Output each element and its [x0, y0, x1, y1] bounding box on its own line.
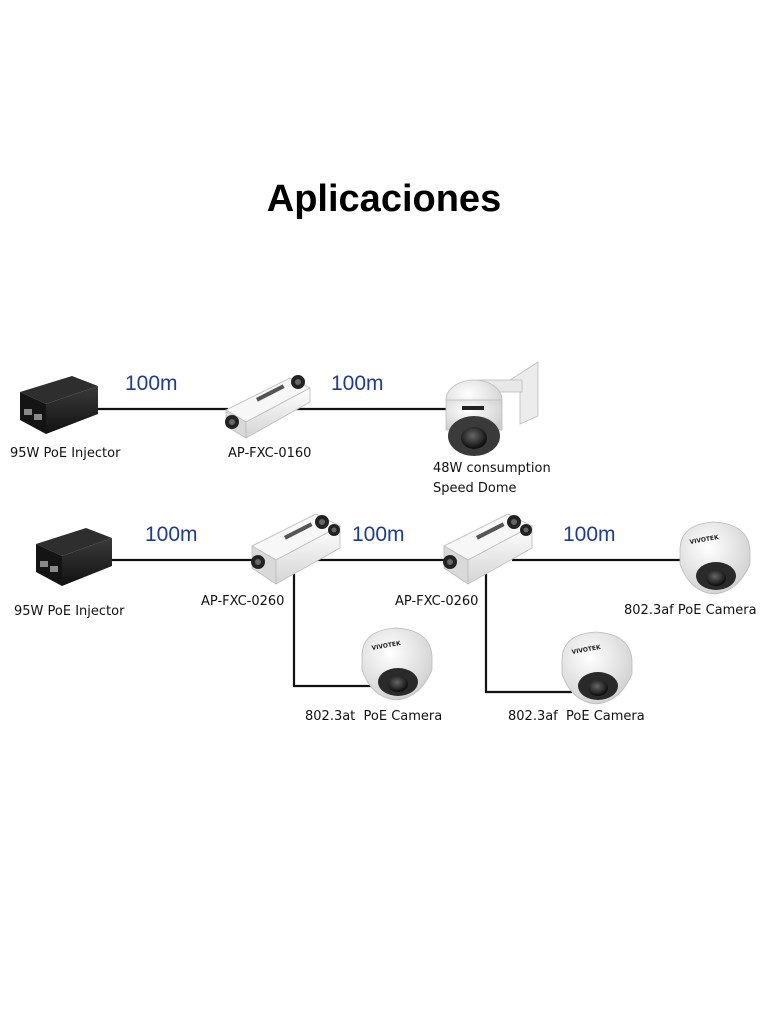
poe-injector-icon	[36, 528, 112, 586]
dome-camera-icon: VIVOTEK	[679, 521, 751, 595]
injector-label: 95W PoE Injector	[14, 604, 125, 619]
poe-extender-icon	[251, 513, 341, 585]
poe-extender-icon	[225, 375, 311, 439]
camera-label: 802.3at PoE Camera	[305, 709, 443, 724]
distance-label: 100m	[331, 372, 384, 395]
poe-injector-icon	[20, 376, 98, 434]
camera-label: 802.3af PoE Camera	[624, 603, 757, 618]
injector-label: 95W PoE Injector	[10, 446, 121, 461]
distance-label: 100m	[145, 523, 198, 546]
speed-dome-label-line2: Speed Dome	[433, 481, 517, 496]
distance-label: 100m	[563, 523, 616, 546]
distance-label: 100m	[352, 523, 405, 546]
cable-row2-branch1	[292, 574, 375, 688]
extender-label: AP-FXC-0160	[228, 446, 312, 461]
dome-camera-icon: VIVOTEK	[361, 627, 433, 701]
page-title: Aplicaciones	[266, 178, 502, 220]
extender-label: AP-FXC-0260	[395, 594, 479, 609]
camera-label: 802.3af PoE Camera	[508, 709, 645, 724]
poe-extender-icon	[443, 513, 533, 585]
speed-dome-label-line1: 48W consumption	[433, 461, 551, 476]
cable-row2-branch2	[484, 574, 572, 694]
distance-label: 100m	[125, 372, 178, 395]
dome-camera-icon: VIVOTEK	[561, 631, 633, 705]
extender-label: AP-FXC-0260	[201, 594, 285, 609]
cables	[80, 407, 686, 694]
speed-dome-camera-icon	[445, 361, 539, 456]
